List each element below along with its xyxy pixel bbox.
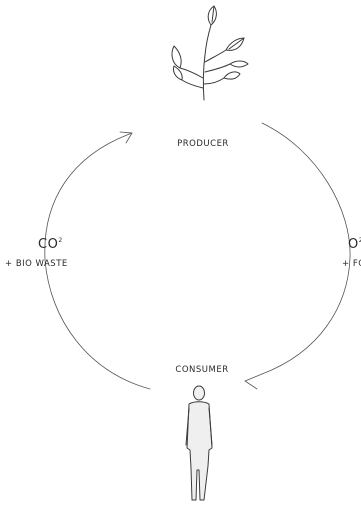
- plant-illustration: [172, 6, 248, 100]
- right-label-sub: + FOOD: [342, 259, 361, 269]
- right-label-main: O2: [348, 237, 361, 252]
- left-label-sub: + BIO WASTE: [5, 259, 68, 269]
- arrow-head-right: [245, 374, 262, 389]
- arc-producer-to-consumer: [262, 123, 350, 374]
- left-label-main: CO2: [38, 237, 63, 252]
- consumer-label: CONSUMER: [175, 365, 228, 375]
- person-illustration: [186, 386, 212, 500]
- producer-label: PRODUCER: [177, 139, 229, 149]
